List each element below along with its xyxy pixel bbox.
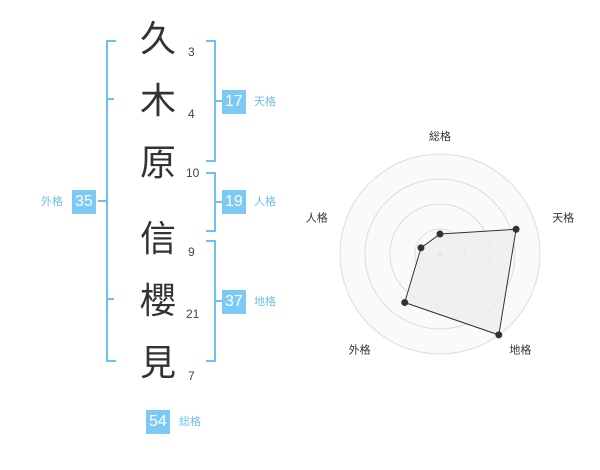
stroke-count-6: 7 (188, 369, 195, 383)
jinkaku-label: 人格 (254, 195, 276, 208)
tenkaku-label: 天格 (254, 95, 276, 108)
radar-axis-label-2: 天格 (552, 211, 574, 225)
stroke-count-4: 9 (188, 245, 195, 259)
stroke-count-5: 21 (186, 307, 200, 321)
radar-series-polygon (404, 228, 517, 336)
radar-ring (339, 153, 541, 355)
name-char-6: 見 (139, 343, 176, 384)
radar-point-3 (495, 331, 503, 339)
soukaku-label: 総格 (179, 415, 201, 428)
soukaku-badge: 54 (146, 410, 170, 434)
radar-axis-label-4: 外格 (349, 343, 371, 357)
gaikaku-connector (98, 200, 106, 202)
chikaku-connector (214, 300, 222, 302)
name-char-5: 櫻 (139, 281, 176, 322)
gaikaku-bracket-tick-top (106, 98, 114, 100)
gaikaku-badge: 35 (72, 190, 96, 214)
radar-ring (364, 178, 516, 330)
chikaku-label: 地格 (254, 295, 276, 308)
radar-point-5 (417, 244, 425, 252)
stroke-count-1: 3 (188, 45, 195, 59)
name-char-3: 原 (139, 143, 176, 184)
radar-axis-label-1: 総格 (429, 129, 451, 143)
gaikaku-bracket (106, 40, 116, 362)
stroke-count-3: 10 (186, 166, 200, 180)
jinkaku-badge: 19 (222, 190, 246, 214)
name-char-4: 信 (139, 219, 176, 260)
tenkaku-connector (214, 100, 222, 102)
radar-axis-label-5: 人格 (306, 211, 328, 225)
stroke-count-2: 4 (188, 107, 195, 121)
name-char-1: 久 (139, 19, 176, 60)
radar-point-2 (512, 225, 520, 233)
gaikaku-bracket-tick-bottom (106, 298, 114, 300)
gaikaku-label: 外格 (41, 195, 63, 208)
radar-point-4 (401, 299, 409, 307)
jinkaku-connector (214, 201, 222, 203)
name-char-2: 木 (139, 81, 176, 122)
radar-point-1 (436, 230, 444, 238)
radar-axis-label-3: 地格 (509, 343, 531, 357)
tenkaku-badge: 17 (222, 90, 246, 114)
chikaku-badge: 37 (222, 290, 246, 314)
